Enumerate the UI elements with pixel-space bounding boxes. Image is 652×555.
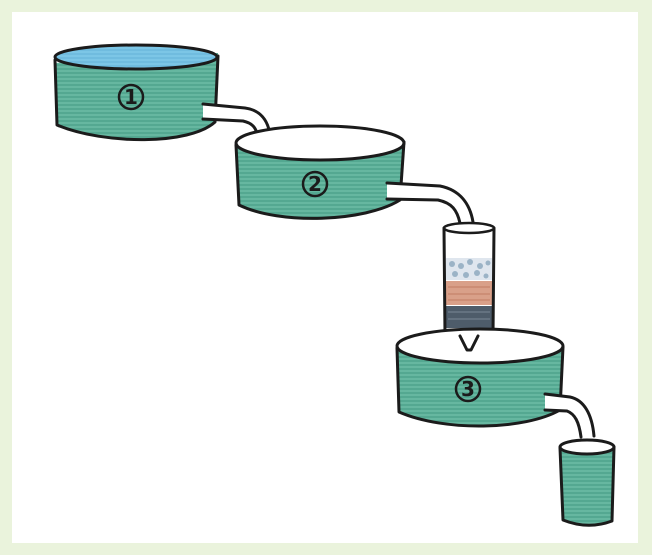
sand-layer [446, 281, 492, 305]
tank-1: 1 [55, 45, 218, 140]
tank-1-label: 1 [124, 85, 138, 109]
tank-3: 3 [397, 329, 563, 426]
tank-2-label: 2 [308, 172, 322, 196]
pipe-2-to-filter [387, 183, 473, 223]
charcoal-layer [446, 306, 492, 328]
collection-cup [560, 440, 614, 525]
tank-3-label: 3 [461, 377, 475, 401]
outlet-pipe [545, 394, 594, 437]
tank-2: 2 [236, 126, 404, 218]
